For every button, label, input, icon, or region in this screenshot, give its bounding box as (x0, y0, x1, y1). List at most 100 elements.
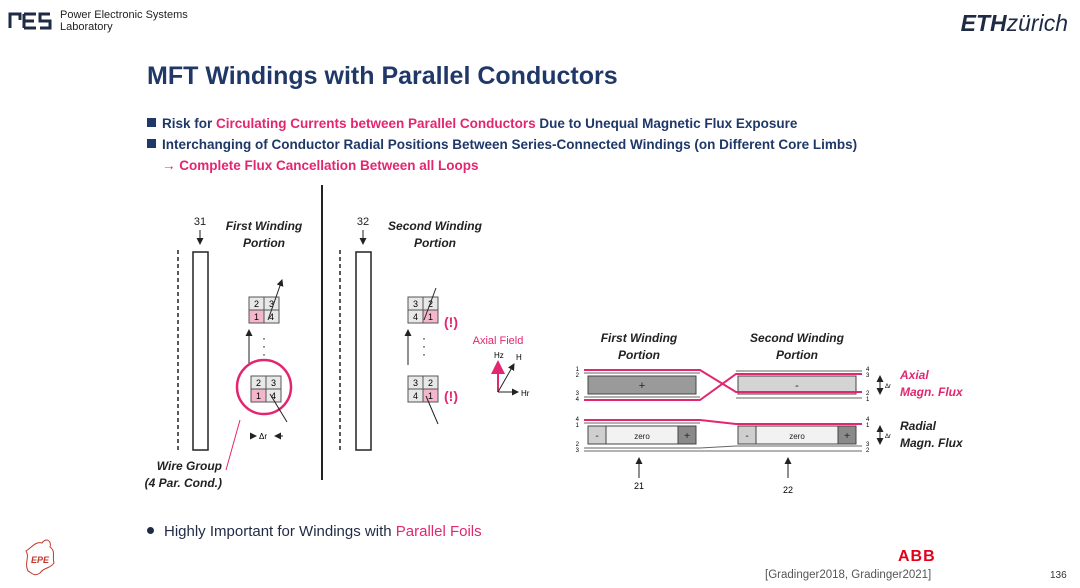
radial-flux-row: - + zero - + zero 4 1 2 3 4 1 3 2 (576, 417, 870, 454)
cell-label: 2 (256, 378, 261, 388)
axial-flux-row: + - 1 2 3 4 4 3 2 1 (576, 367, 870, 403)
pes-logo (8, 12, 52, 30)
foil-second-winding-label-1: Second Winding (750, 331, 845, 345)
vertical-ellipsis: · (262, 331, 266, 345)
foil-num: 1 (866, 397, 870, 403)
bullet-square-icon (147, 139, 156, 148)
abb-logo: ABB (898, 548, 936, 565)
bullet-3: → Complete Flux Cancellation Between all… (162, 158, 479, 173)
radial-flux-label-2: Magn. Flux (900, 436, 964, 450)
cell-label: 2 (254, 299, 259, 309)
cell-label: 3 (269, 299, 274, 309)
radial-zero-1: zero (634, 432, 650, 441)
cell-label: 4 (413, 312, 418, 322)
wire-group-circle (235, 358, 293, 416)
cell-label: 3 (413, 378, 418, 388)
conductor-group-bottom-2: 3 2 4 1 (407, 375, 439, 403)
wire-group-pointer (225, 419, 241, 471)
foil-num: 3 (866, 373, 870, 379)
winding-diagram: 31 First Winding Portion 2 3 1 4 · · · 2… (145, 185, 964, 495)
foil-num: 3 (576, 391, 580, 397)
foil-first-winding-label-2: Portion (618, 348, 660, 362)
foil-num: 4 (866, 367, 870, 373)
bullet-square-icon (147, 118, 156, 127)
foil-num: 1 (866, 423, 870, 429)
wire-group-label-1: Wire Group (157, 459, 222, 473)
axial-field-label: Axial Field (473, 335, 524, 347)
ref-32: 32 (357, 216, 369, 228)
cell-label: 3 (413, 299, 418, 309)
svg-text:·: · (422, 331, 426, 345)
core-limb-1 (192, 251, 209, 451)
cell-label: 3 (271, 378, 276, 388)
radial-minus-2: - (745, 431, 748, 442)
svg-text:·: · (422, 347, 426, 361)
cell-label: 1 (256, 391, 261, 401)
h-arrow (497, 363, 515, 393)
cell-label: 1 (428, 391, 433, 401)
bullet-2: Interchanging of Conductor Radial Positi… (147, 137, 857, 152)
radial-minus-1: - (595, 431, 598, 442)
foil-num: 1 (576, 423, 580, 429)
second-winding-label-2: Portion (414, 236, 456, 250)
warning-bottom: (!) (444, 388, 458, 404)
core-limb-2 (355, 251, 372, 451)
h-label: H (516, 353, 522, 362)
foil-second-winding-label-2: Portion (776, 348, 818, 362)
foil-num: 1 (576, 367, 580, 373)
wire-group-label-2: (4 Par. Cond.) (145, 476, 222, 490)
foil-num: 3 (576, 448, 580, 454)
foil-num: 2 (866, 391, 870, 397)
bullet-1-a: Risk for (162, 116, 217, 131)
delta-r-label: Δr (259, 432, 267, 441)
slide-title: MFT Windings with Parallel Conductors (147, 62, 618, 90)
cell-label: 1 (428, 312, 433, 322)
axial-flux-label-1: Axial (899, 368, 929, 382)
hz-label: Hz (494, 351, 504, 360)
ref-21: 21 (634, 481, 644, 491)
page-number: 136 (1050, 570, 1067, 581)
lab-name-line2: Laboratory (60, 21, 113, 33)
bullet-1-b: Due to Unequal Magnetic Flux Exposure (535, 116, 798, 131)
eth-bold: ETH (960, 10, 1007, 36)
epe-logo-text: EPE (31, 555, 50, 565)
axial-minus: - (795, 380, 799, 392)
svg-text:·: · (262, 347, 266, 361)
foil-first-winding-label-1: First Winding (601, 331, 678, 345)
foil-num: 2 (576, 373, 580, 379)
bottom-bullet-text: Highly Important for Windings with (164, 523, 396, 540)
axial-flux-label-2: Magn. Flux (900, 385, 964, 399)
radial-plus-1: + (684, 431, 690, 442)
foil-num: 2 (576, 442, 580, 448)
cell-label: 4 (269, 312, 274, 322)
cell-label: 2 (428, 378, 433, 388)
bottom-bullet: Highly Important for Windings with Paral… (147, 523, 482, 540)
lab-name: Power Electronic Systems Laboratory (60, 9, 188, 33)
radial-zero-2: zero (789, 432, 805, 441)
bullet-1-highlight: Circulating Currents between Parallel Co… (216, 116, 536, 131)
bullet-1: Risk for Circulating Currents between Pa… (147, 116, 797, 131)
eth-zurich-logo: ETHzürich (961, 10, 1068, 37)
radial-flux-label-1: Radial (900, 419, 937, 433)
ref-31: 31 (194, 216, 206, 228)
cell-label: 4 (271, 391, 276, 401)
delta-r-axial: Δr (885, 384, 891, 390)
foil-num: 4 (576, 417, 580, 423)
radial-plus-2: + (844, 431, 850, 442)
eth-rest: zürich (1006, 10, 1068, 36)
bullet-dot-icon (147, 527, 154, 534)
epe-logo: EPE (25, 539, 55, 576)
second-winding-label-1: Second Winding (388, 219, 483, 233)
svg-text:·: · (262, 339, 266, 353)
foil-num: 2 (866, 448, 870, 454)
bottom-bullet-highlight: Parallel Foils (395, 523, 482, 540)
warning-top: (!) (444, 314, 458, 330)
hr-label: Hr (521, 389, 530, 398)
axial-plus: + (639, 380, 645, 392)
svg-text:·: · (422, 339, 426, 353)
conductor-group-top-2: 3 2 4 1 (407, 296, 439, 324)
first-winding-label-1: First Winding (226, 219, 303, 233)
conductor-group-bottom-1: 2 3 1 4 (250, 375, 282, 403)
bullet-2-text: Interchanging of Conductor Radial Positi… (162, 137, 858, 152)
foil-num: 4 (576, 397, 580, 403)
